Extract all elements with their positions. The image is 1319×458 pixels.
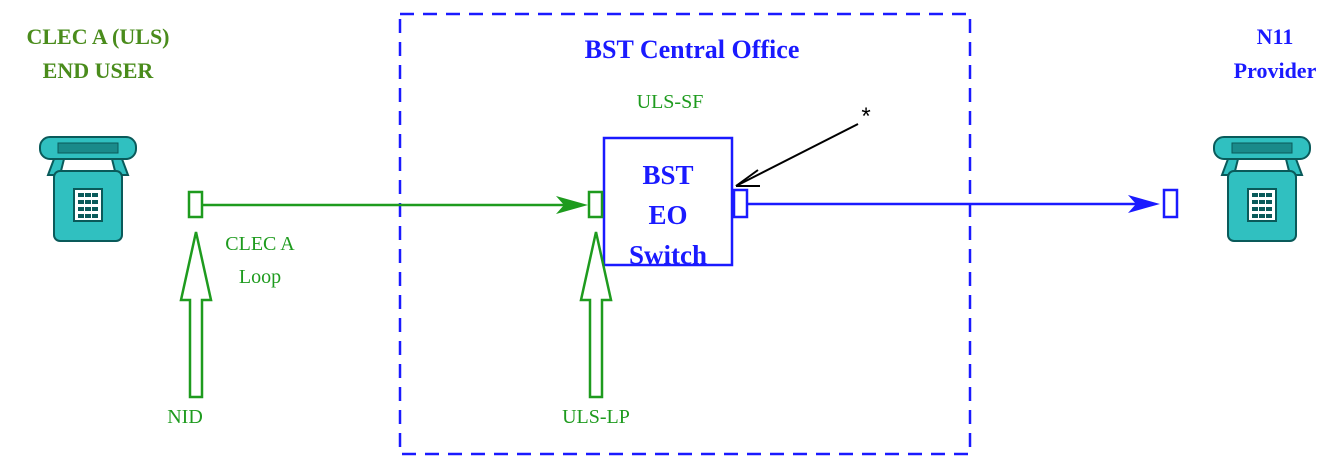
loop-label-line1: CLEC A	[225, 233, 295, 255]
nid-terminal	[187, 190, 204, 219]
switch-label-line2: EO	[648, 200, 687, 230]
central-office-title: BST Central Office	[585, 35, 800, 64]
end-user-title-line1: CLEC A (ULS)	[26, 24, 169, 49]
central-office-boundary	[398, 12, 972, 456]
uls-lp-terminal	[587, 190, 604, 219]
uls-lp-label: ULS-LP	[562, 406, 630, 428]
provider-arrowhead	[1128, 195, 1160, 213]
clec-loop-arrowhead	[556, 196, 588, 214]
nid-pointer-arrow	[179, 231, 213, 399]
uls-lp-pointer-arrow	[579, 231, 613, 399]
uls-sf-label: ULS-SF	[637, 91, 704, 113]
asterisk-note: *	[861, 103, 870, 130]
loop-label-line2: Loop	[239, 266, 281, 288]
eo-switch-box	[602, 136, 734, 267]
switch-label-line1: BST	[642, 160, 693, 190]
switch-label-line3: Switch	[629, 240, 707, 270]
end-user-title-line2: END USER	[43, 58, 155, 83]
nid-label: NID	[167, 406, 203, 428]
switch-output-terminal	[732, 188, 749, 219]
telephone-icon	[1213, 136, 1311, 242]
telephone-icon	[39, 136, 137, 242]
provider-title-line2: Provider	[1234, 58, 1317, 83]
asterisk-pointer-arrowhead	[735, 169, 760, 187]
provider-title-line1: N11	[1257, 24, 1294, 49]
asterisk-pointer-line	[735, 123, 859, 187]
provider-terminal	[1162, 188, 1179, 219]
